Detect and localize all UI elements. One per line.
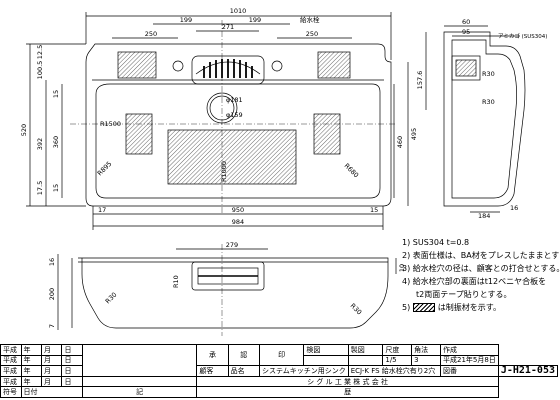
dim-text: R30	[104, 291, 119, 306]
title-block: 平成 年 月 日 承 認 印 検図 製図 尺度 角法 作成 平成年月日 1/5 …	[0, 343, 559, 398]
dim-text: 460	[396, 136, 404, 148]
faucet-hole	[271, 60, 283, 72]
drawn-label: 製図	[347, 344, 384, 356]
rev-month: 月	[40, 344, 63, 356]
hatch-legend-icon	[412, 303, 435, 312]
notes-block: 1) SUS304 t=0.8 2) 表面仕様は、BA材をプレスしたままとする。…	[402, 236, 560, 314]
damping-pad	[313, 113, 341, 155]
note-2: 2) 表面仕様は、BA材をプレスしたままとする。	[402, 251, 560, 260]
dim-text: 16	[510, 204, 518, 212]
note-4b: t2両面テープ貼りとする。	[416, 290, 512, 299]
dim-text: 250	[306, 30, 318, 38]
design-label: 検図	[303, 344, 349, 356]
dim-text: 1010	[230, 7, 247, 15]
dim-text: 17	[98, 206, 106, 214]
note-3: 3) 給水栓穴の径は、顧客との打合せとする。	[402, 264, 560, 273]
dim-text: 495	[410, 128, 418, 140]
mark-col: 符号	[0, 386, 22, 398]
rev-year: 年	[20, 344, 43, 356]
dim-text: 199	[180, 16, 192, 24]
dim-text: 950	[232, 206, 244, 214]
dim-text: R30	[349, 302, 364, 317]
dim-text: R1000	[220, 161, 228, 182]
dim-text: 給水栓	[300, 15, 320, 24]
dim-text: 10	[398, 264, 406, 272]
dim-text: R30	[482, 70, 495, 78]
dim-text: 7	[48, 324, 56, 328]
dim-text: 200	[48, 288, 56, 300]
dim-text: 100.5	[36, 61, 44, 80]
front-recess	[191, 261, 265, 291]
dim-text: 392	[36, 138, 44, 150]
rev-day: 日	[61, 344, 83, 356]
qty-label: 角法	[411, 344, 441, 356]
approve-cell: 承	[196, 343, 229, 367]
dim-text: φ159	[226, 111, 243, 119]
dim-text: 360	[52, 136, 60, 148]
dim-text: アミカゴ (SUS304)	[498, 32, 547, 40]
rev-label: 平成	[0, 344, 22, 356]
dim-text: 250	[145, 30, 157, 38]
dim-text: 15	[370, 206, 378, 214]
history-col: 歴	[196, 386, 499, 398]
note-4: 4) 給水栓穴部の裏面はt12ベニヤ合板を	[402, 277, 547, 286]
faucet-recess	[191, 55, 265, 85]
scale-value: 1/5	[382, 354, 413, 367]
dim-text: R680	[343, 162, 361, 180]
dim-text: 157.6	[416, 71, 424, 90]
bowl-outline	[95, 83, 381, 199]
basket	[451, 55, 481, 81]
drawing-number: J-H21-053	[497, 365, 559, 377]
dim-text: 984	[232, 218, 244, 226]
dim-text: 16	[48, 258, 56, 266]
product-label: 品名	[227, 365, 260, 377]
dim-text: 271	[222, 23, 234, 31]
dim-text: 15	[52, 90, 60, 98]
damping-pad	[167, 129, 297, 185]
damping-pad	[117, 51, 157, 79]
front-view	[57, 244, 397, 336]
side-view	[425, 25, 526, 213]
qty-value: 3	[411, 354, 441, 367]
dim-text: 17.5	[36, 181, 44, 195]
dim-text: 199	[249, 16, 261, 24]
dim-text: 15	[52, 184, 60, 192]
dim-text: R10	[172, 275, 180, 288]
dim-text: 520	[20, 124, 28, 136]
scale-label: 尺度	[382, 344, 413, 356]
note-col: 記	[81, 386, 198, 398]
company-name: シ グ ル 工 業 株 式 会 社	[196, 375, 499, 388]
faucet-hole	[172, 60, 184, 72]
note-1: 1) SUS304 t=0.8	[402, 238, 470, 247]
dim-text: 184	[478, 212, 490, 220]
product-name: システムキッチン用シンク	[258, 365, 349, 377]
client-label: 顧客	[196, 365, 229, 377]
model-name: ECJ-K FS 給水栓穴有り2穴	[347, 365, 441, 377]
date-col: 日付	[20, 386, 83, 398]
date-value: 平成21年5月8日	[439, 354, 499, 367]
damping-pad	[125, 113, 153, 155]
dim-text: φ181	[226, 96, 243, 104]
dim-text: R30	[482, 98, 495, 106]
dim-text: 60	[462, 18, 470, 26]
damping-pad	[317, 51, 351, 79]
plan-view	[26, 12, 409, 230]
drawing-no-label: 図番	[439, 365, 499, 377]
side-profile	[443, 31, 526, 207]
date-label: 作成	[439, 344, 499, 356]
note-5: 5) は制振材を示す。	[402, 303, 501, 312]
seal-cell: 印	[258, 343, 305, 367]
sink-outline	[85, 43, 392, 207]
dim-text: R895	[96, 160, 114, 178]
dim-text: 12.5	[36, 45, 44, 59]
front-profile	[78, 257, 389, 329]
dim-text: 95	[462, 28, 470, 36]
check-cell: 認	[227, 343, 260, 367]
dim-text: R1500	[100, 120, 121, 128]
dim-text: 279	[226, 241, 238, 249]
